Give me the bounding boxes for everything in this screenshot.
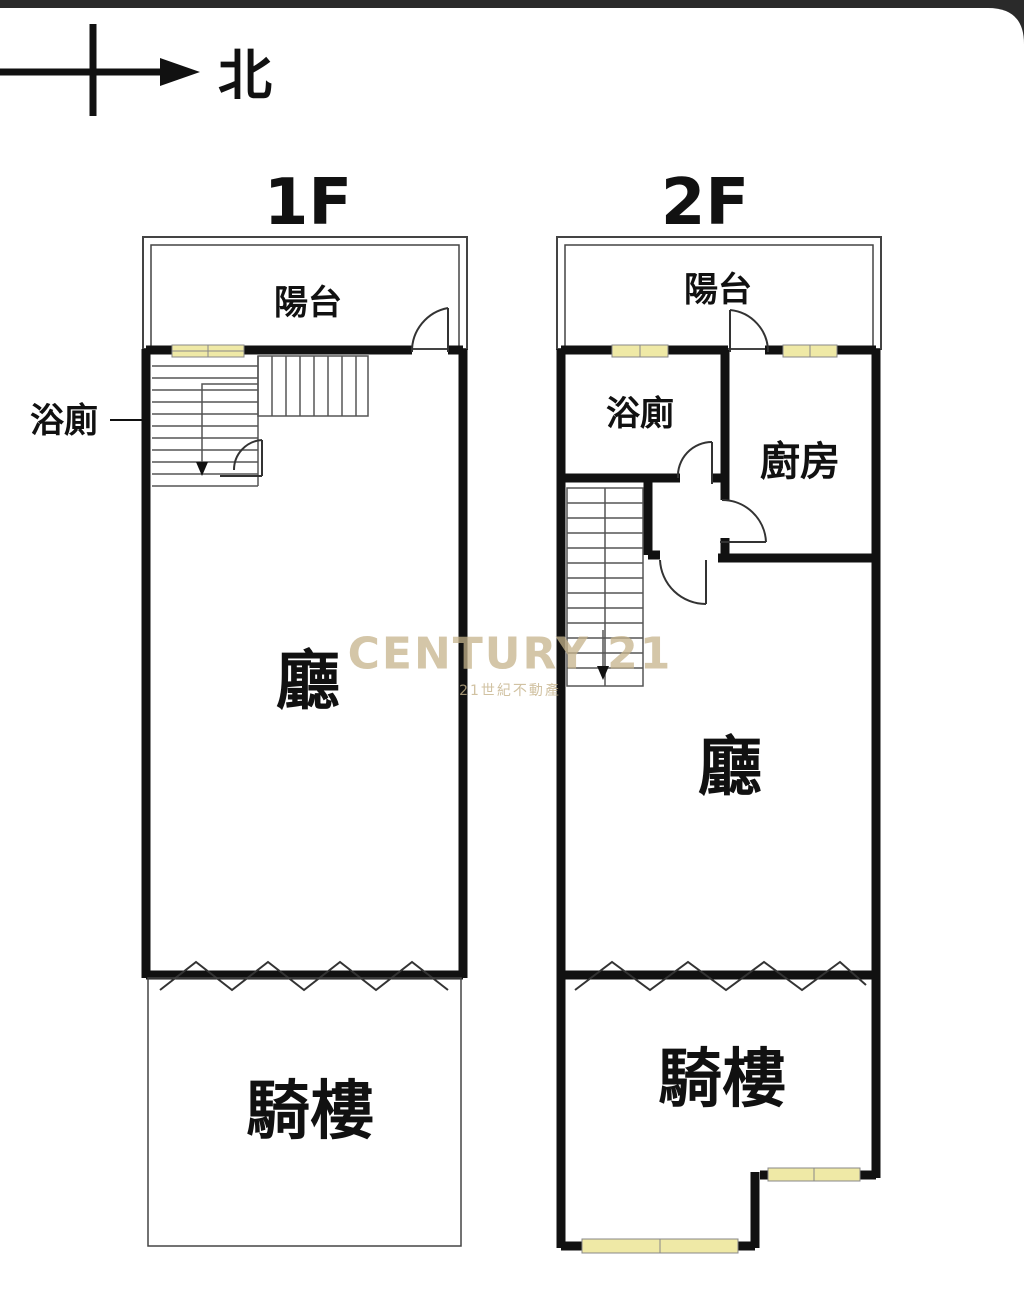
door-bathroom-1f bbox=[220, 439, 263, 477]
door-balcony-1f bbox=[410, 307, 449, 353]
floor-2f-plan bbox=[556, 236, 882, 1254]
room-label-balcony-1f: 陽台 bbox=[274, 283, 342, 323]
room-label-living-1f: 廳 bbox=[276, 645, 340, 719]
room-label-bathroom-2f: 浴廁 bbox=[606, 394, 674, 434]
north-arrow-icon bbox=[0, 24, 200, 116]
folding-door-2f bbox=[574, 960, 867, 992]
stairs-1f bbox=[152, 355, 369, 487]
floor-1f-plan bbox=[110, 236, 468, 1247]
room-label-living-2f: 廳 bbox=[698, 731, 762, 805]
watermark-sub: 21世紀不動產 bbox=[459, 683, 561, 699]
arcade-outline-1f bbox=[147, 977, 462, 1247]
room-label-balcony-2f: 陽台 bbox=[684, 270, 752, 310]
room-label-bathroom-1f: 浴廁 bbox=[30, 401, 98, 441]
floor-title-1f: 1F bbox=[263, 166, 353, 240]
room-label-kitchen-2f: 廚房 bbox=[760, 439, 840, 485]
stairs-arrow-1f bbox=[196, 462, 208, 476]
folding-door-1f bbox=[159, 960, 449, 992]
stairs-2f bbox=[566, 487, 644, 687]
paper-sheet bbox=[0, 8, 1024, 1315]
north-label: 北 bbox=[218, 44, 272, 107]
room-label-arcade-2f: 騎樓 bbox=[658, 1043, 786, 1117]
stairs-arrow-2f bbox=[597, 666, 609, 680]
window-1f bbox=[171, 344, 245, 358]
walls-1f bbox=[141, 345, 468, 980]
room-label-arcade-1f: 騎樓 bbox=[246, 1075, 374, 1149]
floor-title-2f: 2F bbox=[660, 166, 750, 240]
watermark-brand: CENTURY 21 bbox=[347, 628, 673, 680]
doors-2f bbox=[659, 309, 770, 606]
